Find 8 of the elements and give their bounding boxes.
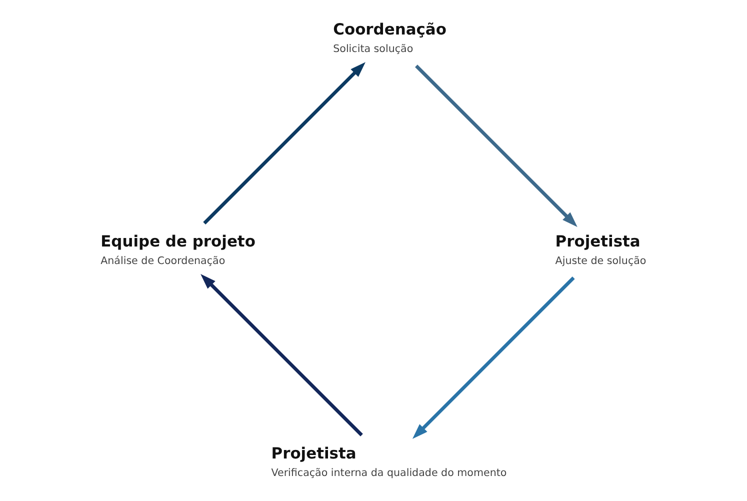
arrow [415,64,578,228]
arrow [412,276,575,439]
node-text: Coordenação Solicita solução [333,20,446,56]
node-text: Equipe de projeto Análise de Coordenação [100,232,256,267]
arrow [200,274,363,436]
node-text: Projetista Ajuste de solução [555,232,646,267]
node-text: Projetista Verificação interna da qualidade do momento [271,444,507,479]
arrow [203,62,366,224]
